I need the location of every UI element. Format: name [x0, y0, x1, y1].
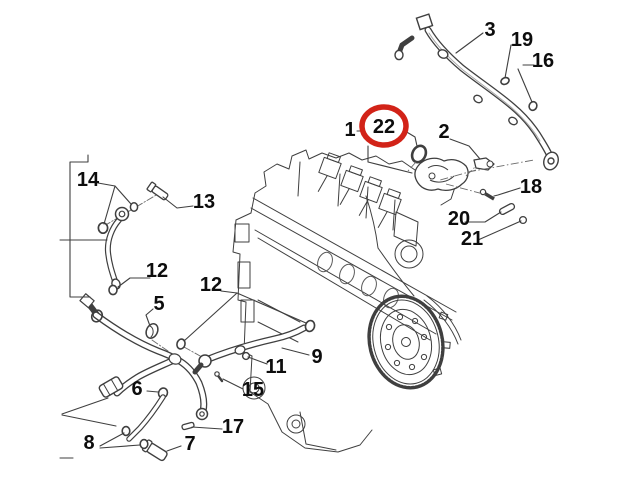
callout-label-12: 12 [146, 260, 168, 282]
callout-label-8: 8 [83, 432, 94, 454]
callout-label-19: 19 [511, 29, 533, 51]
callout-label-2: 2 [438, 121, 449, 143]
clips-19-16 [500, 76, 538, 112]
callout-label-3: 3 [484, 19, 495, 41]
t-connector [98, 376, 124, 398]
callout-label-20: 20 [448, 208, 470, 230]
callout-label-22-highlighted: 22 [373, 116, 395, 138]
callout-label-7: 7 [184, 433, 195, 455]
callout-label-15: 15 [242, 379, 264, 401]
pipe-3-drawing [394, 13, 559, 171]
clip-15 [214, 371, 224, 383]
callout-label-13: 13 [193, 191, 215, 213]
callout-label-17: 17 [222, 416, 244, 438]
callout-label-14: 14 [77, 169, 100, 191]
group-bracket-14 [69, 154, 91, 298]
engine-illustration [232, 149, 462, 453]
flywheel-tabs [432, 311, 451, 377]
ignition-coils [317, 152, 402, 228]
clip-17 [181, 421, 195, 431]
flywheel-bolt-holes [384, 313, 428, 371]
thermostat-housing [414, 157, 469, 191]
highlight-circle [359, 104, 409, 148]
ball-21 [518, 215, 528, 225]
callout-label-6: 6 [131, 378, 142, 400]
bolt-13 [146, 181, 169, 201]
callout-label-21: 21 [461, 228, 483, 250]
o-ring-seal [410, 144, 428, 164]
callout-label-16: 16 [532, 50, 554, 72]
callout-label-1: 1 [344, 119, 355, 141]
callout-label-11: 11 [265, 356, 286, 378]
callout-label-5: 5 [153, 293, 164, 315]
pin-20 [498, 203, 516, 215]
thermostat-group-drawing [410, 144, 528, 225]
callout-label-9: 9 [311, 346, 322, 368]
left-pipes-drawing [79, 181, 316, 462]
callout-label-18: 18 [520, 176, 542, 198]
flywheel [367, 294, 445, 390]
nut-11 [241, 351, 251, 361]
leader-lines [59, 32, 535, 459]
bolt-18 [479, 188, 495, 201]
assembly-axes [407, 159, 535, 196]
callout-label-12: 12 [200, 274, 222, 296]
